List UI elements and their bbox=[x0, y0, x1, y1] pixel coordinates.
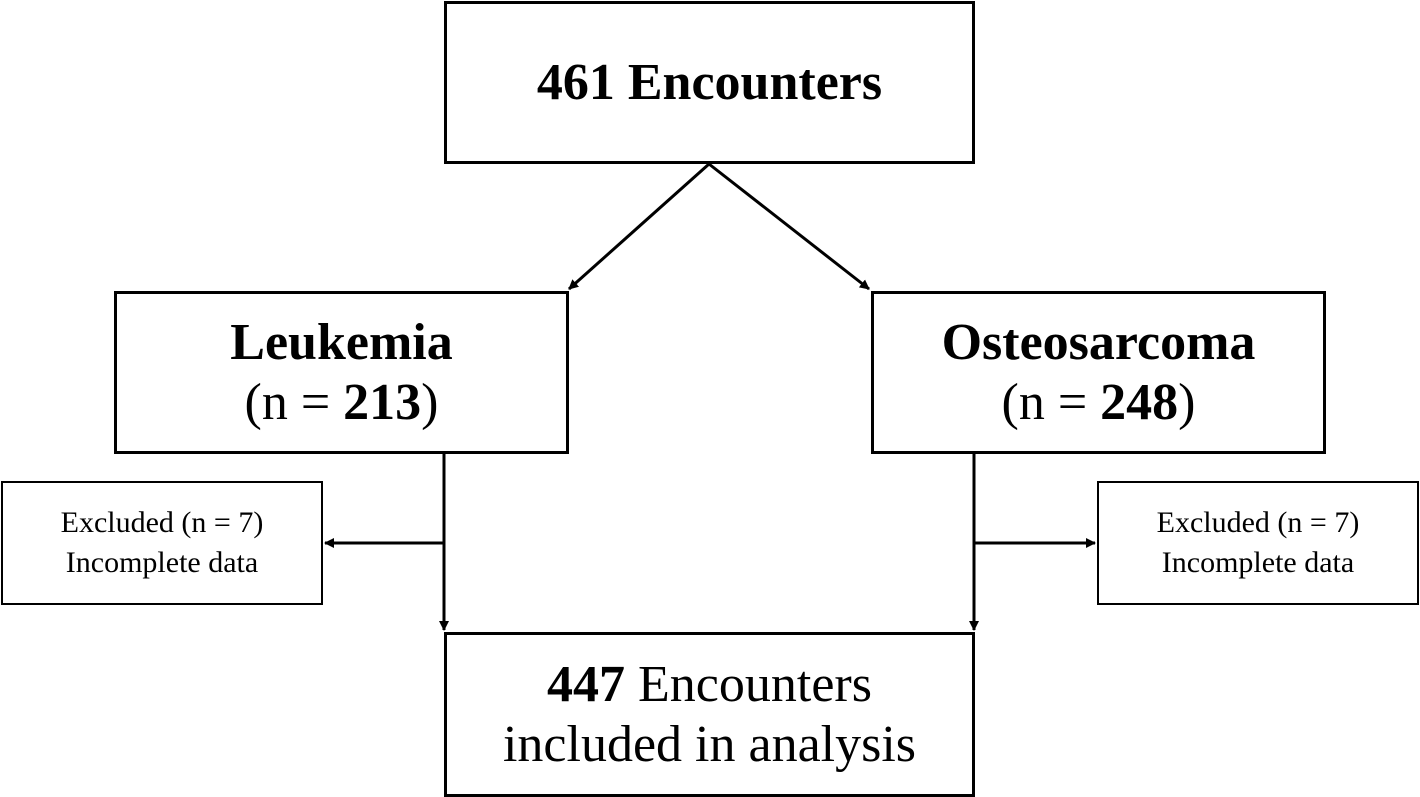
analysis-title: 447 Encounters bbox=[547, 655, 872, 715]
total-encounters-count: 461 bbox=[536, 53, 615, 111]
leukemia-exclusion-count: Excluded (n = 7) bbox=[60, 506, 264, 539]
osteosarcoma-exclusion-box: Excluded (n = 7) Incomplete data bbox=[1097, 481, 1419, 605]
analysis-count: 447 bbox=[547, 655, 626, 713]
analysis-subtitle: included in analysis bbox=[502, 715, 917, 773]
leukemia-exclusion-box: Excluded (n = 7) Incomplete data bbox=[1, 481, 323, 605]
arrow-top-to-leukemia bbox=[568, 162, 710, 291]
arrow-top-to-osteosarcoma bbox=[708, 162, 870, 291]
leukemia-n-suffix: ) bbox=[421, 373, 439, 431]
osteosarcoma-n-prefix: (n = bbox=[1001, 373, 1101, 431]
total-encounters-box: 461 Encounters bbox=[444, 1, 975, 164]
osteosarcoma-exclusion-reason: Incomplete data bbox=[1161, 546, 1355, 579]
osteosarcoma-n-value: 248 bbox=[1100, 373, 1179, 431]
osteosarcoma-label: Osteosarcoma bbox=[941, 313, 1256, 371]
osteosarcoma-exclusion-count: Excluded (n = 7) bbox=[1156, 506, 1360, 539]
leukemia-label: Leukemia bbox=[230, 313, 453, 371]
osteosarcoma-count: (n = 248) bbox=[1002, 373, 1196, 433]
total-encounters-text: 461 Encounters bbox=[537, 53, 882, 113]
leukemia-n-prefix: (n = bbox=[244, 373, 344, 431]
leukemia-exclusion-reason: Incomplete data bbox=[65, 546, 259, 579]
total-encounters-label: Encounters bbox=[627, 53, 883, 111]
leukemia-box: Leukemia (n = 213) bbox=[114, 291, 569, 454]
osteosarcoma-box: Osteosarcoma (n = 248) bbox=[871, 291, 1326, 454]
analysis-box: 447 Encounters included in analysis bbox=[444, 632, 975, 797]
leukemia-count: (n = 213) bbox=[245, 373, 439, 433]
leukemia-n-value: 213 bbox=[343, 373, 422, 431]
osteosarcoma-n-suffix: ) bbox=[1178, 373, 1196, 431]
analysis-label: Encounters bbox=[625, 655, 872, 713]
